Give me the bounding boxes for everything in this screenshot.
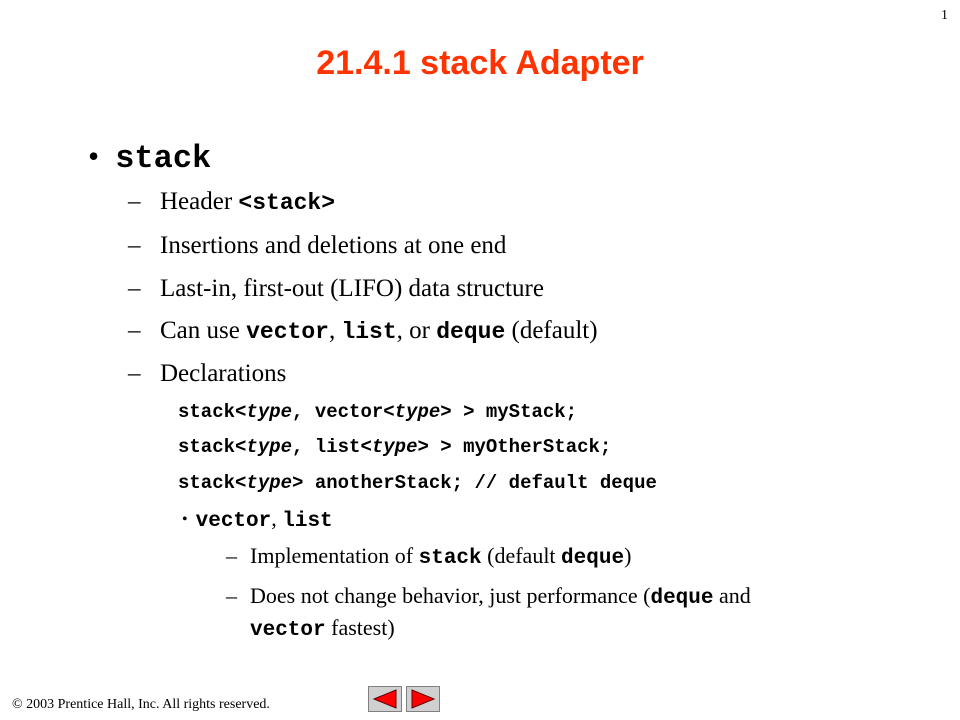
bullet-stack: • stack (88, 138, 211, 177)
code-line-3: stack<type> anotherStack; // default deq… (178, 472, 657, 494)
can-use-sep1: , (328, 317, 342, 344)
can-use-vector: vector (246, 319, 329, 345)
next-slide-button[interactable] (406, 686, 440, 712)
sub-bullet-vector: vector (195, 510, 272, 533)
can-use-list: list (341, 319, 397, 345)
triangle-left-icon (372, 689, 397, 709)
item-insertions: –Insertions and deletions at one end (128, 232, 507, 259)
item-declarations: –Declarations (128, 360, 287, 387)
can-use-suffix: (default) (505, 317, 598, 344)
can-use-deque: deque (436, 319, 506, 345)
sub-bullet-list: list (282, 510, 333, 533)
bullet-stack-text: stack (115, 140, 212, 177)
sub-bullet-sep: , (271, 506, 283, 531)
sub-item-behavior: –Does not change behavior, just performa… (226, 583, 751, 610)
item-header-text: Header (160, 188, 239, 215)
sub-item-behavior-cont: vector fastest) (250, 615, 395, 642)
sub-item-implementation: –Implementation of stack (default deque) (226, 543, 632, 570)
footer-copyright: © 2003 Prentice Hall, Inc. All rights re… (12, 697, 270, 712)
code-line-2: stack<type, list<type> > myOtherStack; (178, 436, 612, 458)
item-lifo: –Last-in, first-out (LIFO) data structur… (128, 275, 544, 302)
item-can-use: –Can use vector, list, or deque (default… (128, 317, 598, 345)
triangle-right-icon (411, 689, 436, 709)
can-use-prefix: Can use (160, 317, 247, 344)
item-insertions-text: Insertions and deletions at one end (160, 232, 507, 259)
code-line-1: stack<type, vector<type> > myStack; (178, 401, 578, 423)
item-lifo-text: Last-in, first-out (LIFO) data structure (160, 275, 544, 302)
sub-bullet-vector-list: • vector, list (182, 506, 333, 533)
can-use-sep2: , or (396, 317, 437, 344)
slide-number: 1 (941, 8, 948, 23)
item-header: –Header <stack> (128, 188, 336, 216)
item-declarations-text: Declarations (160, 360, 287, 387)
slide-title: 21.4.1 stack Adapter (316, 44, 644, 82)
item-header-code: <stack> (238, 190, 336, 216)
prev-slide-button[interactable] (368, 686, 402, 712)
bullet-marker: • (88, 138, 100, 174)
sub-bullet-marker: • (182, 511, 188, 528)
